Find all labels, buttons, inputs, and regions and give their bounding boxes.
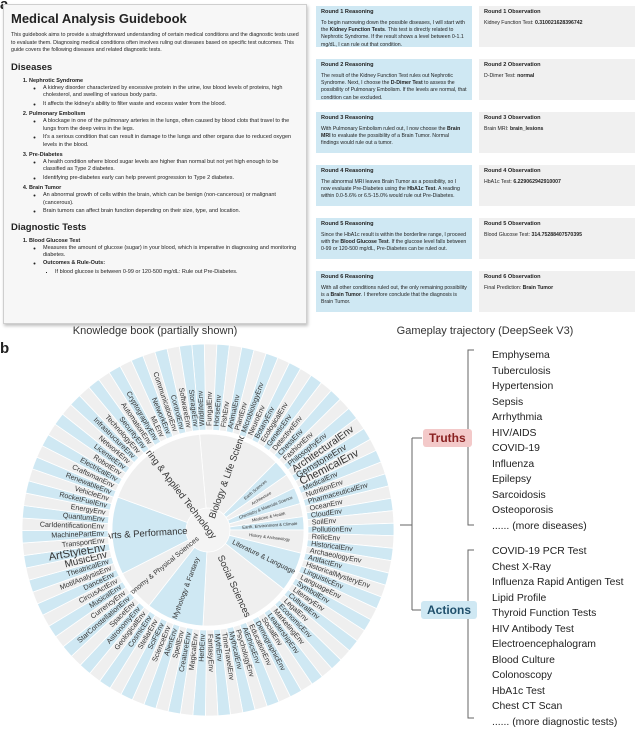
- card-body: Since the HbA1c result is within the bor…: [321, 232, 467, 254]
- truths-item: Tuberculosis: [492, 364, 587, 380]
- card-title: Round 2 Observation: [484, 62, 630, 70]
- truths-item: ...... (more diseases): [492, 519, 587, 535]
- diseases-heading: Diseases: [11, 62, 299, 73]
- actions-item: COVID-19 PCR Test: [492, 544, 624, 560]
- card-title: Round 5 Reasoning: [321, 221, 467, 229]
- test-list: Blood Glucose Test Measures the amount o…: [11, 238, 299, 277]
- card-body: The abnormal MRI leaves Brain Tumor as a…: [321, 179, 467, 201]
- actions-item: Blood Culture: [492, 653, 624, 669]
- book-caption: Knowledge book (partially shown): [40, 325, 270, 337]
- disease-item: Nephrotic SyndromeA kidney disorder char…: [29, 78, 299, 108]
- card-body: Blood Glucose Test: 314.75288407570395: [484, 232, 630, 239]
- disease-item: Pulmonary EmbolismA blockage in one of t…: [29, 111, 299, 149]
- disease-name: Pre-Diabetes: [29, 152, 63, 158]
- truths-item: COVID-19: [492, 441, 587, 457]
- disease-detail: A kidney disorder characterized by exces…: [43, 85, 299, 100]
- disease-item: Pre-DiabetesA health condition where blo…: [29, 152, 299, 182]
- actions-item: Chest X-Ray: [492, 560, 624, 576]
- actions-item: Thyroid Function Tests: [492, 606, 624, 622]
- card-body: With Pulmonary Embolism ruled out, I now…: [321, 126, 467, 148]
- card-body: With all other conditions ruled out, the…: [321, 285, 467, 307]
- card-body: The result of the Kidney Function Test r…: [321, 73, 467, 102]
- actions-item: Colonoscopy: [492, 668, 624, 684]
- disease-detail: It's a serious condition that can result…: [43, 134, 299, 149]
- disease-detail: A health condition where blood sugar lev…: [43, 159, 299, 174]
- truths-item: Sepsis: [492, 395, 587, 411]
- test-name: Blood Glucose Test: [29, 238, 80, 244]
- outcomes-label: Outcomes & Rule-Outs:: [43, 260, 105, 266]
- card-title: Round 3 Reasoning: [321, 115, 467, 123]
- disease-name: Brain Tumor: [29, 185, 61, 191]
- card-body: HbA1c Test: 6.229062942910007: [484, 179, 630, 186]
- card-title: Round 6 Reasoning: [321, 274, 467, 282]
- actions-tag: Actions: [421, 601, 477, 619]
- truths-item: Emphysema: [492, 348, 587, 364]
- truths-tag: Truths: [423, 429, 472, 447]
- truths-item: Osteoporosis: [492, 503, 587, 519]
- actions-item: Lipid Profile: [492, 591, 624, 607]
- disease-detail: It affects the kidney's ability to filte…: [43, 101, 299, 108]
- trajectory-caption: Gameplay trajectory (DeepSeek V3): [370, 325, 600, 337]
- book-intro: This guidebook aims to provide a straigh…: [11, 32, 299, 55]
- test-description: Measures the amount of glucose (sugar) i…: [43, 245, 299, 260]
- disease-detail: An abnormal growth of cells within the b…: [43, 192, 299, 207]
- test-outcome: If blood glucose is between 0-99 or 120-…: [55, 269, 299, 276]
- card-body: Brain MRI: brain_lesions: [484, 126, 630, 133]
- actions-item: HIV Antibody Test: [492, 622, 624, 638]
- environment-label: FantasyEnv: [206, 634, 216, 673]
- actions-item: Influenza Rapid Antigen Test: [492, 575, 624, 591]
- knowledge-book: Medical Analysis Guidebook This guideboo…: [3, 4, 307, 324]
- book-title: Medical Analysis Guidebook: [11, 11, 299, 26]
- tests-heading: Diagnostic Tests: [11, 222, 299, 233]
- actions-item: Electroencephalogram: [492, 637, 624, 653]
- card-title: Round 1 Reasoning: [321, 9, 467, 17]
- truths-item: Hypertension: [492, 379, 587, 395]
- actions-item: HbA1c Test: [492, 684, 624, 700]
- card-title: Round 4 Reasoning: [321, 168, 467, 176]
- truths-item: Epilepsy: [492, 472, 587, 488]
- card-title: Round 2 Reasoning: [321, 62, 467, 70]
- truths-item: Influenza: [492, 457, 587, 473]
- card-title: Round 1 Observation: [484, 9, 630, 17]
- test-outcomes: Outcomes & Rule-Outs: If blood glucose i…: [43, 260, 299, 276]
- disease-item: Brain TumorAn abnormal growth of cells w…: [29, 185, 299, 215]
- actions-item: ...... (more diagnostic tests): [492, 715, 624, 730]
- card-body: To begin narrowing down the possible dis…: [321, 20, 467, 49]
- card-title: Round 6 Observation: [484, 274, 630, 282]
- disease-name: Pulmonary Embolism: [29, 111, 85, 117]
- truths-item: Arrhythmia: [492, 410, 587, 426]
- reasoning-card: Round 1 Reasoning To begin narrowing down…: [316, 6, 472, 47]
- bracket-connectors: [398, 340, 488, 723]
- actions-item: Chest CT Scan: [492, 699, 624, 715]
- card-title: Round 5 Observation: [484, 221, 630, 229]
- gameplay-trajectory: Round 1 Reasoning To begin narrowing down…: [316, 4, 636, 322]
- truths-item: Sarcoidosis: [492, 488, 587, 504]
- disease-detail: A blockage in one of the pulmonary arter…: [43, 118, 299, 133]
- disease-list: Nephrotic SyndromeA kidney disorder char…: [11, 78, 299, 215]
- card-title: Round 3 Observation: [484, 115, 630, 123]
- test-item: Blood Glucose Test Measures the amount o…: [29, 238, 299, 277]
- disease-detail: Identifying pre-diabetes early can help …: [43, 175, 299, 182]
- card-body: Kidney Function Test: 0.31002162839674​2: [484, 20, 630, 27]
- card-body: Final Prediction: Brain Tumor: [484, 285, 630, 292]
- card-title: Round 4 Observation: [484, 168, 630, 176]
- disease-detail: Brain tumors can affect brain function d…: [43, 208, 299, 215]
- card-body: D-Dimer Test: normal: [484, 73, 630, 80]
- truths-item: HIV/AIDS: [492, 426, 587, 442]
- disease-name: Nephrotic Syndrome: [29, 78, 83, 84]
